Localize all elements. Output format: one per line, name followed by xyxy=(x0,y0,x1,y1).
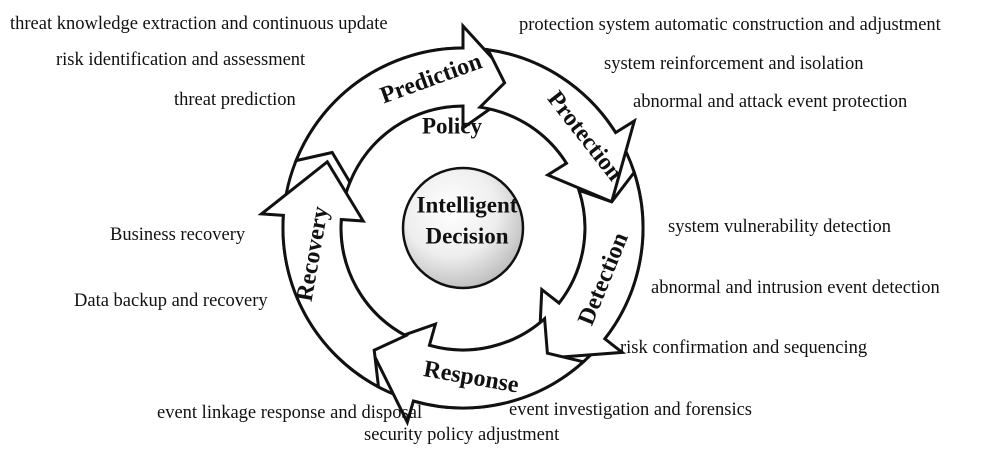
arrow-prediction xyxy=(293,22,522,186)
annotation-attack-protection: abnormal and attack event protection xyxy=(633,92,908,112)
annotation-threat-knowledge: threat knowledge extraction and continuo… xyxy=(10,14,388,34)
annotation-security-policy: security policy adjustment xyxy=(364,425,560,445)
annotation-intrusion-detection: abnormal and intrusion event detection xyxy=(651,278,940,298)
intelligent-decision-sphere xyxy=(401,166,525,290)
annotation-data-backup: Data backup and recovery xyxy=(74,291,268,311)
arrow-recovery xyxy=(257,159,410,390)
annotation-risk-confirmation: risk confirmation and sequencing xyxy=(620,338,868,358)
annotation-threat-prediction: threat prediction xyxy=(174,90,296,110)
annotation-event-investigation: event investigation and forensics xyxy=(509,400,753,420)
annotation-business-recovery: Business recovery xyxy=(110,225,246,245)
center-title-line1: Intelligent xyxy=(417,192,518,217)
arrow-detection xyxy=(536,169,645,361)
annotation-protection-construction: protection system automatic construction… xyxy=(519,15,941,35)
cycle-arrows xyxy=(257,22,645,427)
annotation-risk-identification: risk identification and assessment xyxy=(56,50,306,70)
center-title-line2: Decision xyxy=(425,223,508,248)
arrow-response xyxy=(367,315,587,427)
annotation-system-reinforcement: system reinforcement and isolation xyxy=(604,54,864,74)
arrow-protection xyxy=(476,47,637,204)
annotation-event-linkage: event linkage response and disposal xyxy=(157,403,423,423)
annotation-vulnerability-detection: system vulnerability detection xyxy=(668,217,891,237)
policy-label: Policy xyxy=(422,113,483,138)
